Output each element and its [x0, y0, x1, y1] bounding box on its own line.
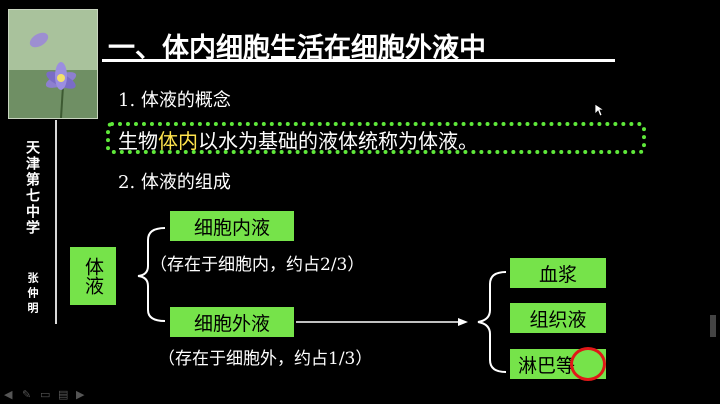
- extracellular-note: （存在于细胞外，约占1/3）: [158, 349, 373, 369]
- slide-next-icon[interactable]: ▶: [76, 388, 85, 401]
- slideshow-toolbar: ◀ ✎ ▭ ▤ ▶: [0, 386, 140, 404]
- node-body-fluid: 体液: [70, 247, 116, 305]
- slide-prev-icon[interactable]: ◀: [4, 388, 13, 401]
- scrollbar-thumb[interactable]: [710, 315, 716, 337]
- menu-icon[interactable]: ▤: [58, 388, 69, 401]
- definition-post: 以水为基础的液体统称为体液。: [198, 129, 478, 153]
- left-brace: [137, 227, 166, 322]
- school-name: 天津第七中学: [24, 140, 40, 236]
- arrow-head: [458, 318, 468, 326]
- node-intracellular-fluid: 细胞内液: [170, 211, 294, 241]
- page-title: 一、体内细胞生活在细胞外液中: [108, 33, 486, 64]
- flower-image: [8, 9, 98, 119]
- definition-pre: 生物: [118, 129, 158, 153]
- emphasis-circle: [570, 347, 606, 381]
- sidebar-divider: [55, 120, 57, 324]
- eraser-icon[interactable]: ▭: [40, 388, 51, 401]
- mouse-cursor-icon: [594, 103, 604, 117]
- title-underline: [102, 59, 615, 62]
- pen-icon[interactable]: ✎: [22, 388, 32, 401]
- definition-dotted-box: [106, 122, 646, 154]
- section-heading-composition: 2. 体液的组成: [118, 172, 231, 193]
- definition-highlight: 体内: [158, 129, 198, 153]
- node-extracellular-fluid: 细胞外液: [170, 307, 294, 337]
- right-brace: [477, 271, 507, 373]
- node-body-fluid-label: 体液: [82, 257, 104, 295]
- definition-text: 生物体内以水为基础的液体统称为体液。: [118, 125, 478, 154]
- node-tissue-fluid: 组织液: [510, 303, 606, 333]
- intracellular-note: （存在于细胞内，约占2/3）: [150, 255, 365, 275]
- section-heading-concept: 1. 体液的概念: [118, 90, 231, 111]
- node-plasma: 血浆: [510, 258, 606, 288]
- author-name: 张仲明: [26, 272, 39, 317]
